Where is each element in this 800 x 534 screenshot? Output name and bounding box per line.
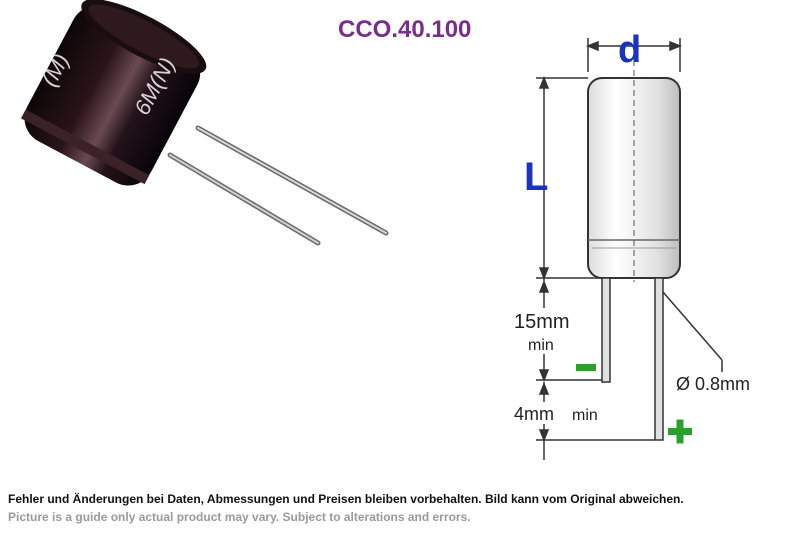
- footer-german: Fehler und Änderungen bei Daten, Abmessu…: [8, 492, 684, 506]
- capacitor-body: [20, 0, 207, 186]
- dimension-drawing: d L 15mm min 4mm min Ø 0.8mm: [514, 29, 750, 460]
- d-dimension: [585, 38, 683, 72]
- l-dimension: [536, 75, 602, 281]
- footer-english: Picture is a guide only actual product m…: [8, 510, 471, 524]
- lead-diameter-label: Ø 0.8mm: [676, 374, 750, 394]
- label-d: d: [618, 29, 641, 71]
- lead-diff-dimension: [536, 381, 655, 460]
- capacitor-outline: [587, 60, 681, 282]
- lead-wires: [167, 125, 389, 246]
- lead-diameter-callout: [662, 291, 723, 372]
- product-code: CCO.40.100: [338, 16, 472, 43]
- capacitor-photo: (M) 6M(N): [20, 0, 389, 246]
- lead-diff-min: min: [572, 407, 598, 424]
- plus-sign-icon: [668, 419, 692, 444]
- lead-length-min: min: [528, 337, 554, 354]
- minus-sign-icon: [576, 364, 596, 371]
- leads: [601, 277, 664, 441]
- lead-length-dimension: [536, 278, 602, 383]
- lead-length-value: 15mm: [514, 311, 570, 333]
- label-L: L: [524, 155, 548, 199]
- lead-diff-value: 4mm: [514, 404, 554, 424]
